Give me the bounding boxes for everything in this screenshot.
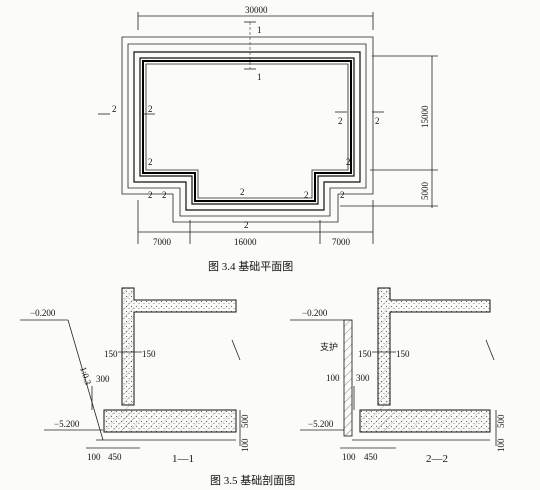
plan-dim-top: 30000 [245,5,268,15]
section-2-label: 2 [375,116,380,126]
break-line [485,339,495,361]
slope-ratio: 1:0.3 [78,366,93,387]
section-2-label: 2 [162,190,167,200]
section-1-label-top: 1 [257,25,262,35]
dim-100-right: 100 [240,438,250,452]
concrete-wall [121,287,237,406]
section-2-label: 2—2 [426,453,448,465]
wall-hatch [378,288,390,432]
plan-outline-outer [121,36,374,223]
dim-150-left: 150 [358,349,372,359]
section-2-label: 2 [148,157,153,167]
dim-100-bottom: 100 [342,452,356,462]
foundation-plan: 30000 1 1 15000 5000 7000 16000 7000 2 2… [98,5,438,273]
section-2-label: 2 [304,190,309,200]
section-2-label: 2 [148,190,153,200]
section-2-2: −0.200 支护 −5.200 150 150 100 300 500 100… [290,287,506,465]
dim-300: 300 [96,374,110,384]
plan-caption: 图 3.4 基础平面图 [208,260,293,273]
support-label: 支护 [320,341,338,352]
plan-dim-right-top: 15000 [420,105,430,128]
dim-100-bottom: 100 [87,452,101,462]
dim-150-right: 150 [142,349,156,359]
section-1-1: −0.200 −5.200 1:0.3 150 150 300 500 100 … [20,287,250,465]
dim-500: 500 [240,414,250,428]
plan-outline-2 [127,43,367,217]
figure-caption: 图 3.5 基础剖面图 [210,473,295,487]
level-bottom: −5.200 [54,419,80,429]
section-2-label: 2 [340,190,345,200]
plan-dim-bottom-right: 7000 [332,237,351,247]
dim-450: 450 [364,452,378,462]
wall-hatch [122,288,134,432]
level-ground: −0.200 [30,308,56,318]
section-2-label: 2 [338,116,343,126]
plan-wall-inner [139,57,355,205]
dim-150-right: 150 [396,349,410,359]
section-2-label: 2 [244,220,249,230]
section-2-label: 2 [346,157,351,167]
support-pile [343,319,353,437]
section-1-label-mid: 1 [257,72,262,82]
section-2-label: 2 [240,187,245,197]
dim-300: 300 [356,373,370,383]
level-ground: −0.200 [302,308,328,318]
section-2-label: 2 [148,104,153,114]
dim-100-right: 100 [496,438,506,452]
slab-hatch [360,410,490,432]
plan-dim-right-bottom: 5000 [420,182,430,201]
section-1-label: 1—1 [172,453,194,465]
dim-150-left: 150 [104,349,118,359]
plan-wall-bold [142,60,352,202]
plan-dim-bottom-left: 7000 [153,237,172,247]
concrete-wall [377,287,491,406]
dim-500: 500 [496,414,506,428]
excavation-slope [67,319,104,441]
dim-450: 450 [108,452,122,462]
section-2-label: 2 [112,104,117,114]
dim-100-left: 100 [326,373,340,383]
plan-outline-3 [145,63,349,199]
plan-dim-bottom-mid: 16000 [234,237,257,247]
slab-hatch [104,410,236,432]
break-line [231,339,241,361]
level-bottom: −5.200 [308,419,334,429]
plan-wall-outer [133,51,361,211]
